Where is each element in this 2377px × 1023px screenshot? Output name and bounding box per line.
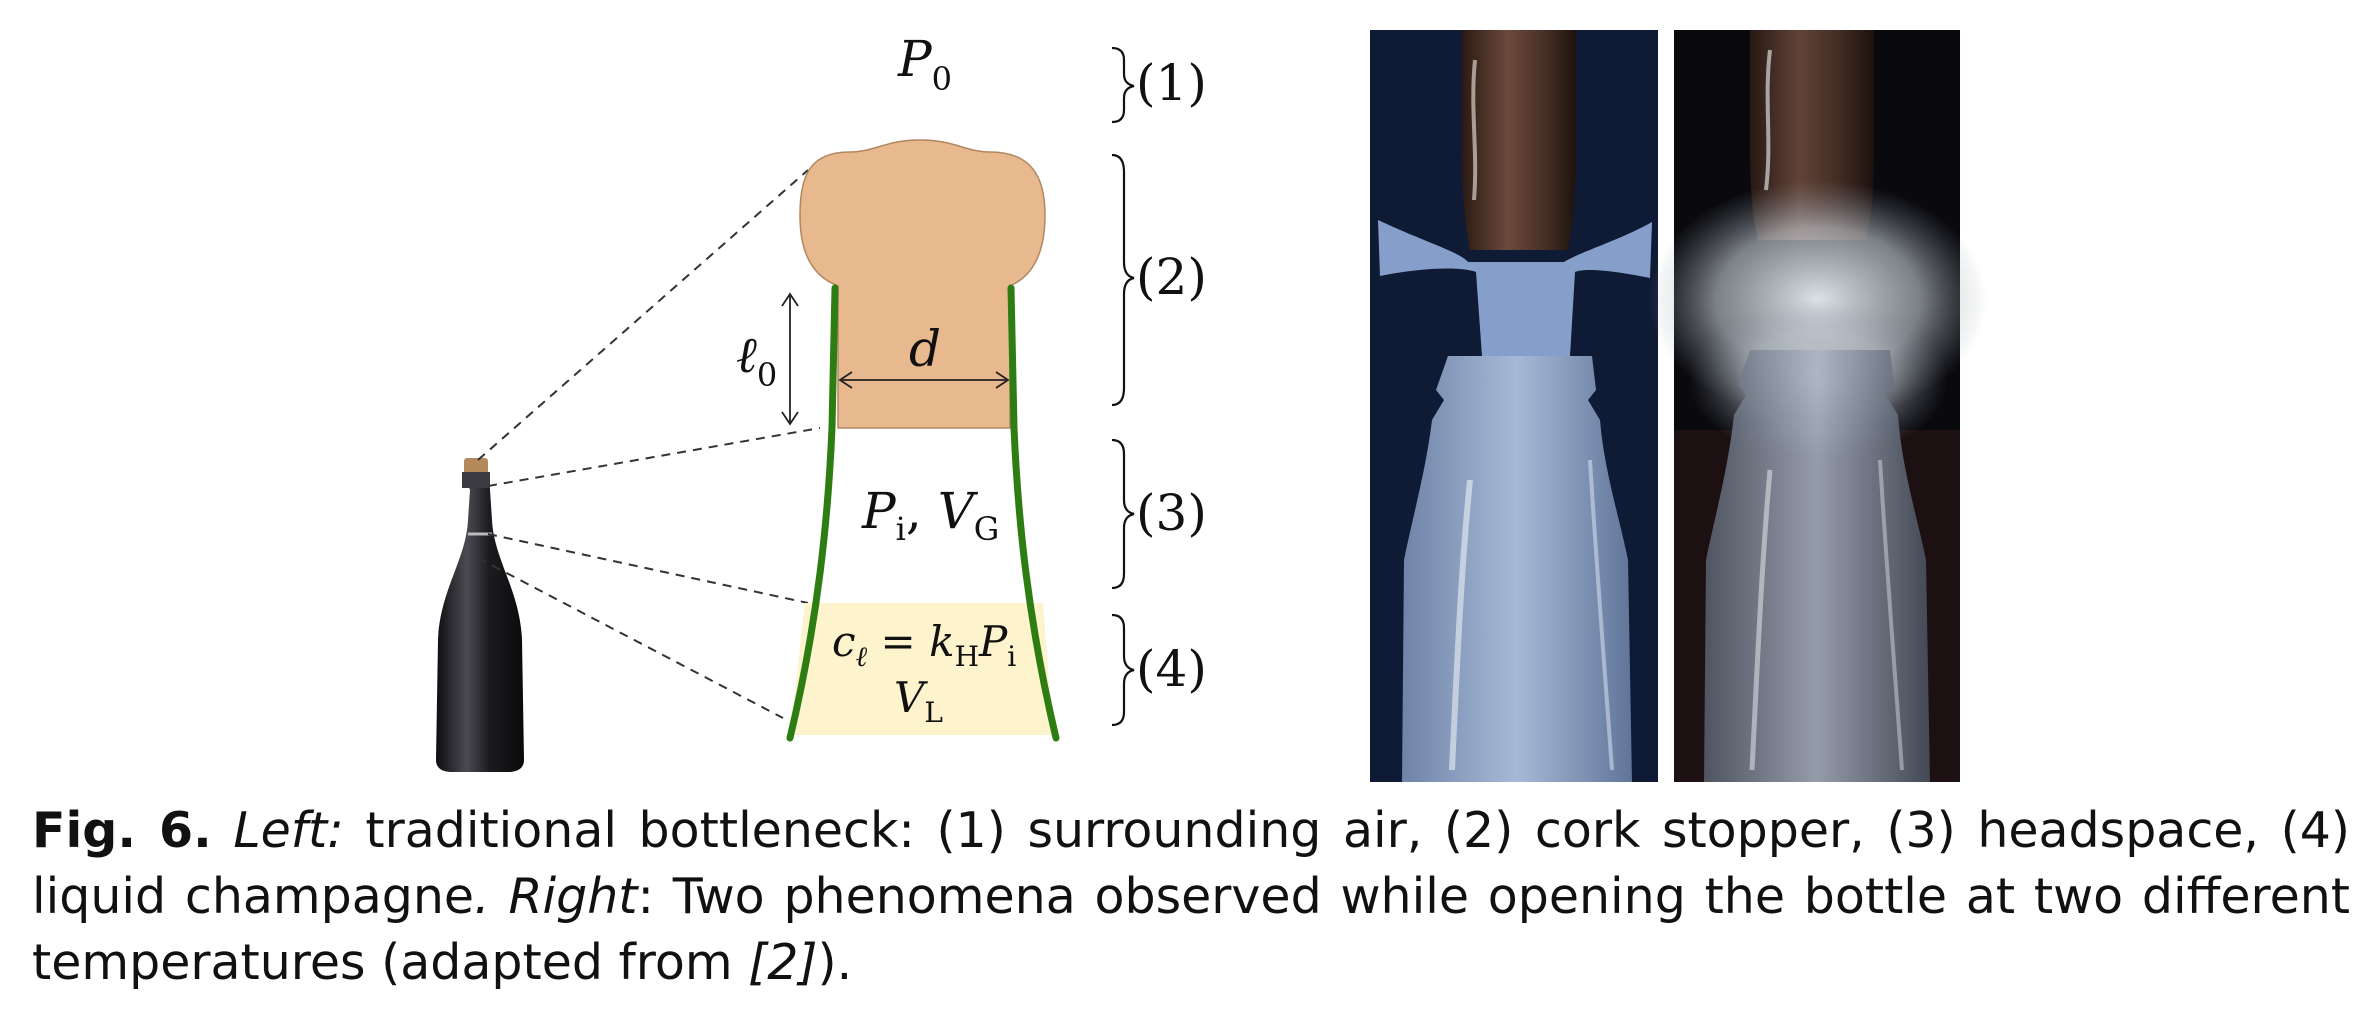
cork-stopper: [799, 139, 1046, 429]
region-label-4: (4): [1136, 640, 1207, 698]
blue-gas-jet: [1378, 220, 1652, 356]
liquid-volume-label: VL: [894, 673, 943, 729]
photo-gray-fog: [1648, 30, 1988, 782]
zoom-lines: [477, 169, 821, 719]
caption-left-text: traditional bottleneck: (1) surrounding …: [32, 802, 2350, 925]
caption-right-text: : Two phenomena observed while opening t…: [32, 868, 2351, 991]
bottle-cork-icon: [464, 458, 488, 476]
glass-wall-right: [1007, 284, 1060, 742]
liquid-concentration-label: cℓ = kHPi: [832, 617, 1016, 673]
cork-photo: [1462, 30, 1576, 250]
region-braces: [1111, 46, 1135, 727]
liquid-region: [790, 603, 1053, 735]
caption-period: .: [474, 868, 490, 925]
bottle-neck-glass-2: [1704, 350, 1930, 782]
caption-right-label: Right: [508, 868, 638, 925]
champagne-bottle-illustration: [436, 458, 524, 772]
figure-canvas: P0 ℓ0 d Pi, VG cℓ = kHPi VL (1) (2) (3) …: [436, 30, 1988, 782]
headspace-label: Pi, VG: [861, 482, 999, 548]
region-label-1: (1): [1136, 54, 1207, 112]
surrounding-pressure-label: P0: [897, 30, 952, 98]
photo-blue-jet: [1370, 30, 1658, 782]
caption-end: ).: [817, 934, 853, 991]
region-label-2: (2): [1136, 248, 1207, 306]
cork-diameter-label: d: [909, 320, 941, 378]
caption-left-label: Left:: [233, 802, 344, 859]
caption-reference: [2]: [748, 934, 818, 991]
cork-length-label: ℓ0: [736, 326, 777, 394]
bottleneck-diagram: P0 ℓ0 d Pi, VG cℓ = kHPi VL: [736, 30, 1060, 742]
caption-fig-label: Fig. 6.: [32, 802, 212, 859]
figure-caption: Fig. 6. Left: traditional bottleneck: (1…: [32, 798, 2350, 996]
glass-wall-left: [786, 284, 839, 742]
region-label-3: (3): [1136, 484, 1207, 542]
